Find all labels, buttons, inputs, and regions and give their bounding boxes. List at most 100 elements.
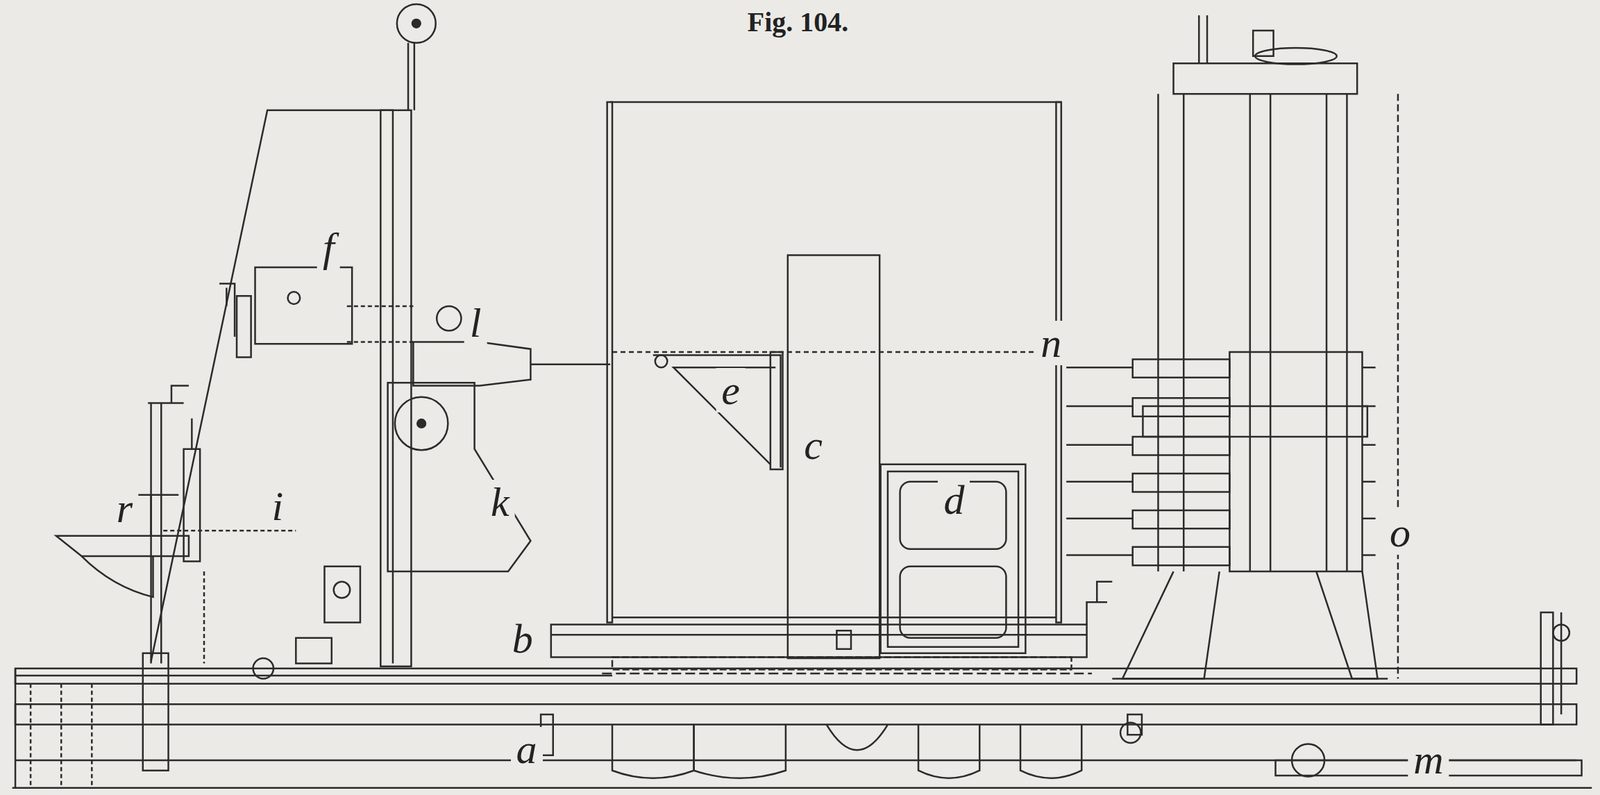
left-drill-part: [132, 494, 179, 497]
part-letter: f: [317, 224, 341, 270]
left-drill-part: [412, 19, 421, 28]
left-drill-part: [56, 535, 189, 557]
part-letter: o: [1384, 510, 1417, 555]
part-letter: k: [485, 479, 516, 525]
left-drill-part: [183, 449, 201, 562]
spindles: [1066, 358, 1376, 566]
right-drill-part: [1397, 93, 1400, 679]
base-bed-part: [60, 683, 63, 788]
work-column: [653, 254, 1026, 659]
carriage-feet-part: [1127, 714, 1142, 735]
right-drill-part: [1173, 63, 1358, 94]
work-column-part: [770, 351, 783, 470]
right-drill-part: [1142, 406, 1367, 437]
part-letter: e: [715, 367, 746, 413]
work-column-part: [887, 471, 1019, 647]
right-drill-part: [1157, 93, 1160, 572]
part-letter: c: [798, 422, 829, 468]
base-bed-part: [90, 683, 94, 788]
part-letter: a: [510, 726, 543, 772]
carriage-feet-part: [540, 714, 554, 756]
part-letter: b: [506, 616, 539, 661]
work-column-part: [653, 355, 781, 468]
carriage-feet-part: [694, 724, 786, 779]
spindles-part: [1361, 367, 1376, 555]
part-letter: i: [266, 483, 290, 529]
tank-part: [607, 102, 613, 623]
base-bed-part: [12, 786, 1593, 789]
work-column-part: [880, 464, 1026, 654]
base-bed-part: [142, 653, 169, 771]
right-drill-part: [1182, 93, 1185, 572]
left-drill-part: [151, 110, 393, 664]
right-drill-part: [1206, 15, 1209, 64]
tank: [607, 102, 1062, 623]
left-drill-part: [324, 566, 360, 623]
left-drill-part: [417, 419, 426, 428]
right-drill-part: [1345, 93, 1349, 572]
tank-part: [612, 351, 1056, 354]
left-drill-part: [81, 556, 154, 597]
left-drill-part: [347, 305, 414, 308]
carriage-part: [601, 672, 1092, 675]
left-drill-part: [147, 385, 189, 404]
left-drill-part: [190, 418, 193, 450]
left-drill-part: [407, 43, 410, 111]
spindles-part: [1066, 367, 1133, 555]
base-bed-part: [14, 668, 17, 788]
part-letter: n: [1034, 320, 1067, 366]
carriage-feet-part: [918, 724, 980, 779]
left-drill-part: [380, 110, 411, 667]
right-drill-part: [1269, 93, 1272, 572]
base-bed-part: [29, 683, 32, 788]
carriage-part: [1087, 581, 1113, 625]
right-drill-part: [1252, 30, 1274, 57]
left-drill-part: [530, 363, 611, 366]
left-drill-part: [149, 403, 153, 664]
carriage-part: [836, 630, 852, 649]
carriage-feet-part: [826, 724, 888, 751]
left-drill-part: [333, 581, 351, 599]
tank-part: [612, 616, 1056, 619]
left-drill-part: [253, 658, 274, 679]
right-drill-part: [1249, 93, 1252, 572]
work-column-part: [787, 254, 880, 659]
left-drill-part: [219, 283, 235, 337]
carriage-feet-part: [612, 724, 695, 779]
part-letter: m: [1407, 737, 1449, 782]
left-drill-part: [394, 397, 448, 450]
part-letter: r: [111, 485, 139, 531]
carriage-feet-part: [1120, 722, 1141, 743]
left-drill-part: [347, 340, 414, 343]
left-drill-part: [413, 341, 531, 386]
base-bed-part: [15, 703, 1577, 724]
left-drill-part: [236, 295, 252, 357]
left-drill-part: [288, 291, 301, 305]
base-bed: [12, 612, 1593, 788]
left-drill-part: [149, 494, 153, 536]
left-drill-part: [295, 637, 332, 664]
right-drill-part: [1316, 571, 1378, 679]
part-letter: l: [464, 300, 488, 345]
left-drill-part: [388, 382, 532, 572]
carriage: [551, 581, 1113, 674]
right-drill-part: [1112, 677, 1388, 680]
figure-title: Fig. 104.: [747, 8, 849, 37]
right-drill: [1112, 15, 1582, 777]
base-bed-part: [15, 674, 613, 677]
right-drill-part: [1229, 351, 1362, 572]
work-column-part: [655, 355, 668, 368]
right-drill-part: [1122, 571, 1220, 679]
work-column-part: [900, 566, 1007, 638]
base-bed-part: [1560, 612, 1563, 715]
right-drill-part: [1198, 15, 1201, 64]
part-letter: d: [937, 477, 970, 522]
left-drill-part: [413, 43, 416, 111]
tank-part: [610, 101, 1062, 104]
right-drill-part: [1325, 93, 1328, 572]
left-drill-part: [255, 267, 353, 344]
spindles-part: [1132, 358, 1231, 566]
left-drill: [56, 4, 611, 679]
carriage-feet: [540, 714, 1142, 779]
